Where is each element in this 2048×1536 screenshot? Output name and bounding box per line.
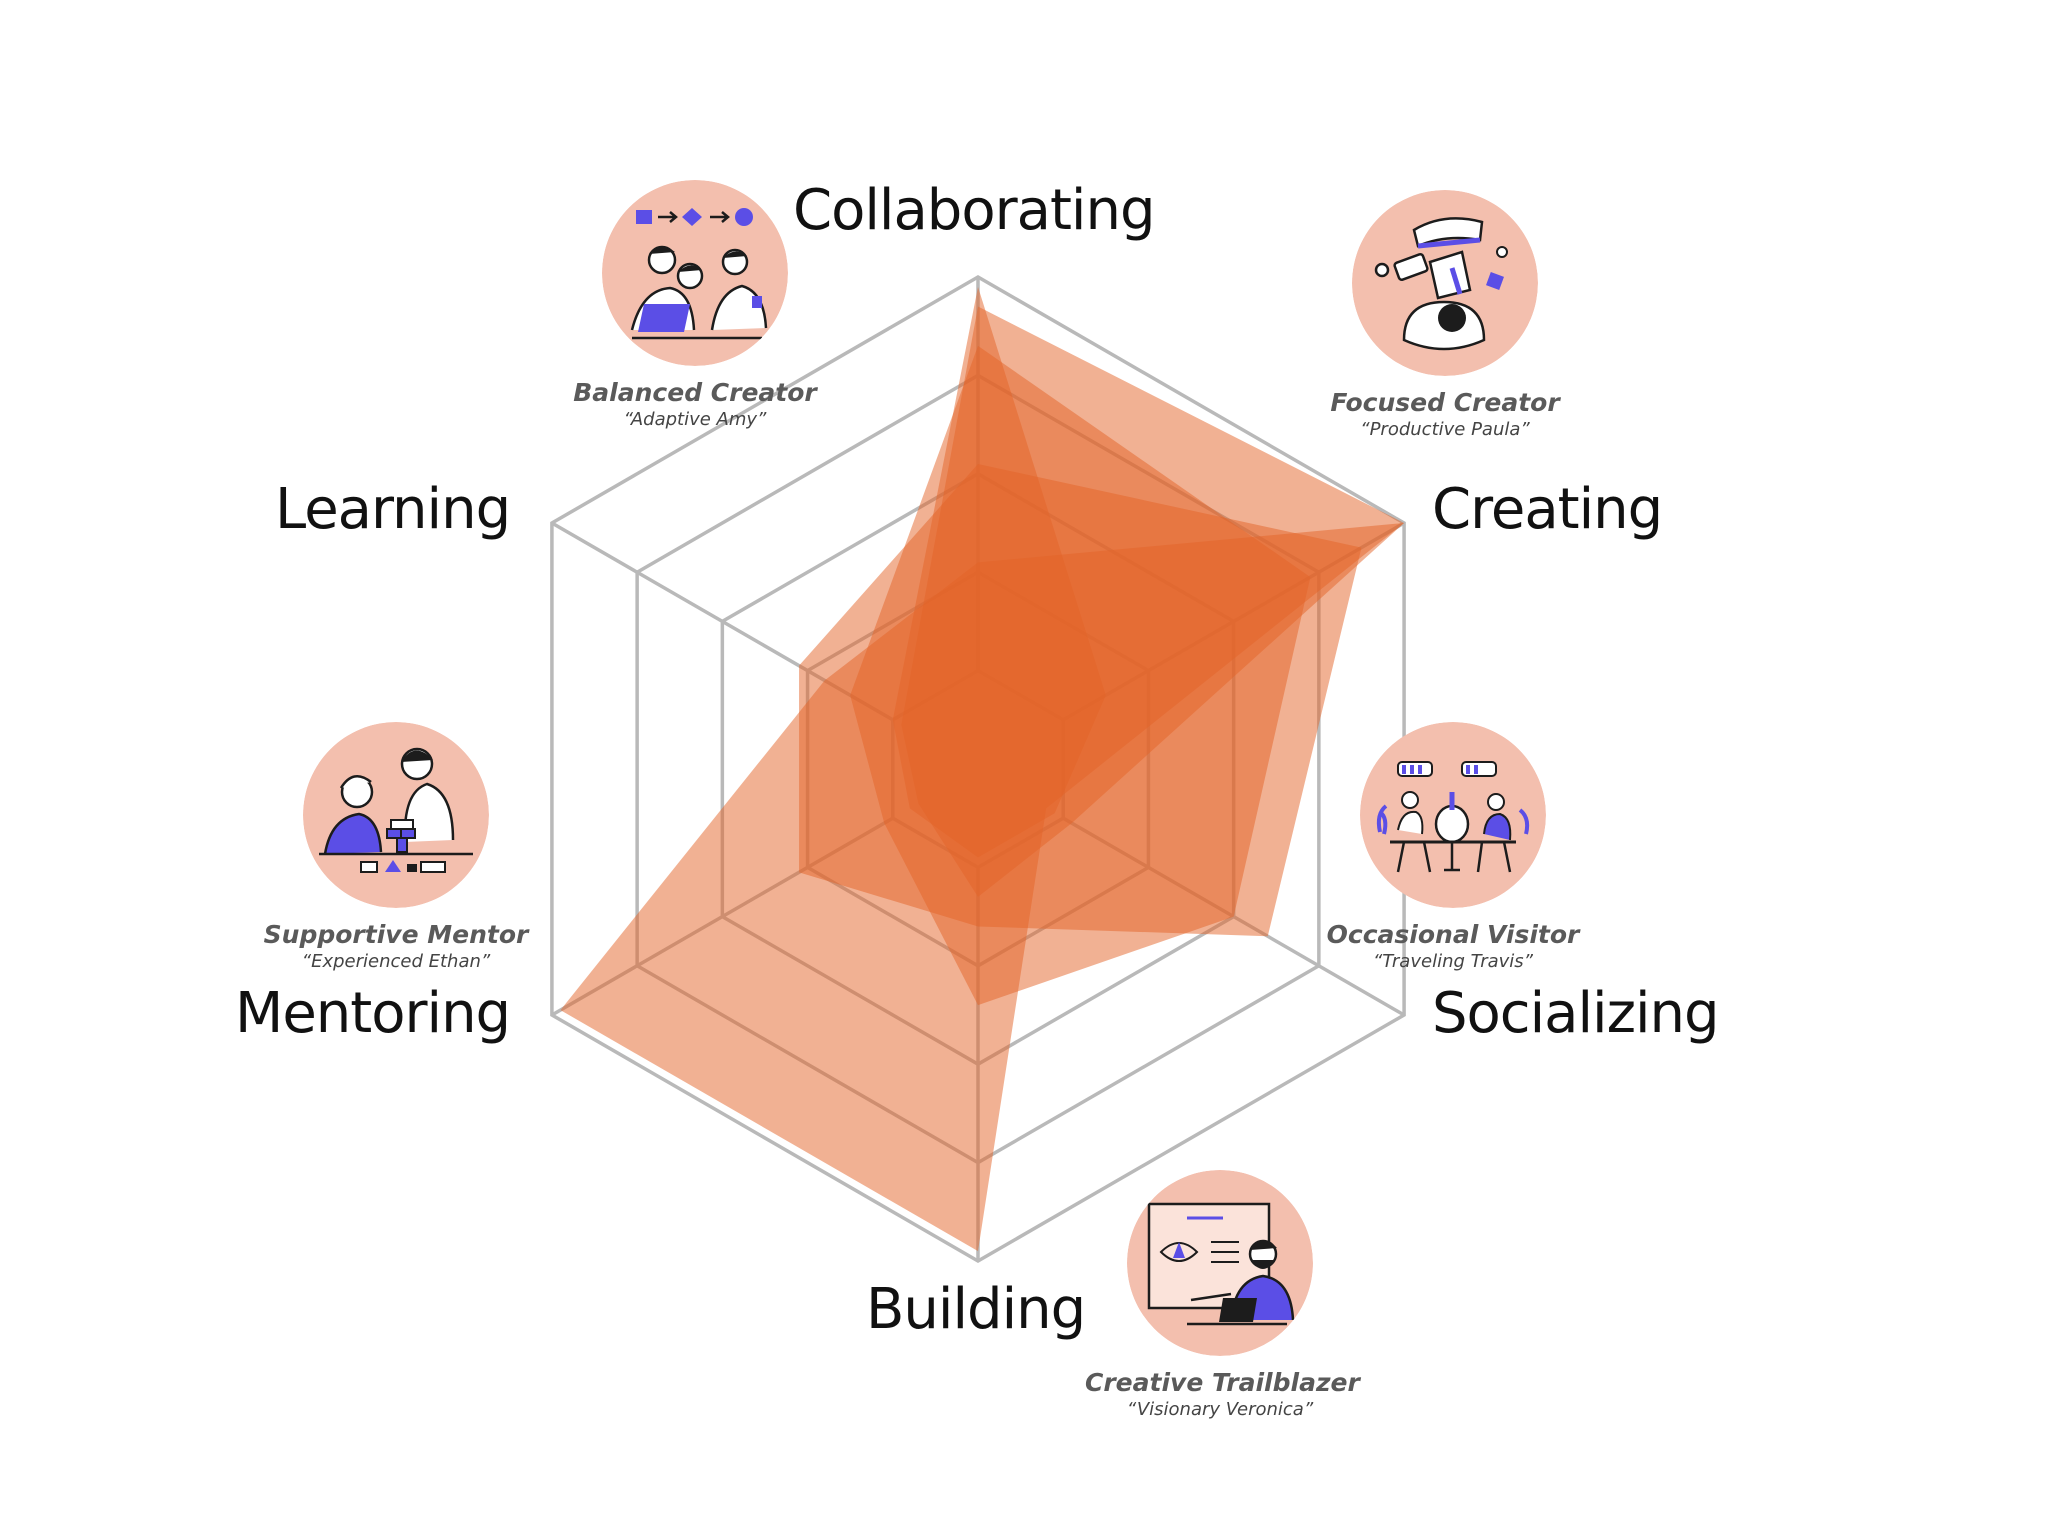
- axis-label-mentoring: Mentoring: [235, 981, 511, 1046]
- persona-name: Balanced Creator: [573, 378, 817, 407]
- axis-label-creating: Creating: [1432, 477, 1663, 542]
- mentoring-blocks-illustration-icon: [303, 722, 489, 908]
- desk-workspace-illustration-icon: [1352, 190, 1538, 376]
- persona-alias: “Adaptive Amy”: [623, 409, 767, 430]
- axis-label-learning: Learning: [275, 477, 511, 542]
- axis-label-building: Building: [866, 1277, 1086, 1342]
- persona-alias: “Traveling Travis”: [1372, 951, 1534, 972]
- persona-creative-trailblazer: Creative Trailblazer “Visionary Veronica…: [1085, 1170, 1360, 1420]
- persona-occasional-visitor: Occasional Visitor “Traveling Travis”: [1318, 722, 1588, 972]
- persona-name: Creative Trailblazer: [1085, 1368, 1360, 1397]
- axis-label-collaborating: Collaborating: [793, 178, 1155, 243]
- persona-name: Supportive Mentor: [263, 920, 529, 949]
- radar-series: [560, 286, 1405, 1252]
- persona-focused-creator: Focused Creator “Productive Paula”: [1310, 190, 1580, 440]
- presentation-laptop-illustration-icon: [1127, 1170, 1313, 1356]
- persona-alias: “Visionary Veronica”: [1126, 1399, 1314, 1420]
- coworking-table-illustration-icon: [1360, 722, 1546, 908]
- persona-balanced-creator: Balanced Creator “Adaptive Amy”: [560, 180, 830, 430]
- axis-label-socializing: Socializing: [1432, 981, 1720, 1046]
- series-polygon-5: [850, 345, 1311, 1006]
- persona-alias: “Experienced Ethan”: [301, 951, 491, 972]
- persona-name: Occasional Visitor: [1326, 920, 1580, 949]
- persona-alias: “Productive Paula”: [1360, 419, 1530, 440]
- persona-supportive-mentor: Supportive Mentor “Experienced Ethan”: [261, 722, 531, 972]
- persona-name: Focused Creator: [1330, 388, 1560, 417]
- team-collaboration-illustration-icon: [602, 180, 788, 366]
